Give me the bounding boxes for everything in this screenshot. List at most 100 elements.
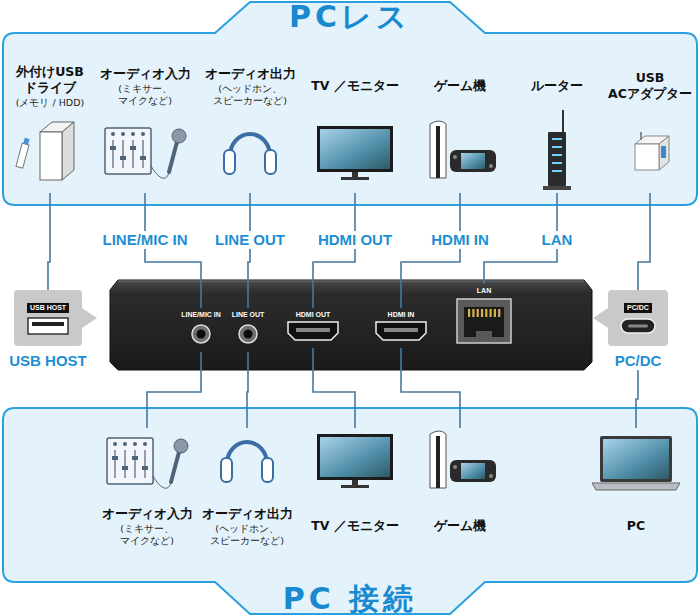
item-label-group: 外付けUSB ドライブ(メモリ / HDD)	[3, 58, 97, 114]
item-label-group: オーディオ入力(ミキサー、 マイクなど)	[98, 58, 192, 114]
connector-line	[401, 193, 460, 308]
item-note: (ヘッドホン、 スピーカーなど)	[203, 83, 297, 107]
lan-port-part	[494, 309, 496, 317]
item-label-group: TV ／モニター	[308, 498, 402, 554]
hdmi-port	[376, 322, 426, 340]
port-label-box: LINE/MIC IN	[172, 308, 230, 352]
item-note: (ミキサー、 マイクなど)	[98, 83, 192, 107]
game-console-icon-part	[461, 153, 485, 169]
mixer-icon-part	[151, 166, 169, 178]
item-name: ルーター	[531, 78, 583, 94]
port-label-box: LAN	[452, 284, 516, 346]
mixer-icon-part	[122, 140, 123, 168]
item-note: (メモリ / HDD)	[16, 97, 84, 109]
mixer-icon-part	[144, 450, 145, 478]
tv-icon	[317, 126, 393, 180]
device-item: オーディオ出力(ヘッドホン、 スピーカーなど)	[200, 428, 294, 563]
ac-adapter-icon-part	[635, 144, 659, 170]
device-edge	[118, 281, 584, 282]
mixer-icon-part	[169, 142, 177, 172]
tv-icon-part	[341, 485, 369, 488]
mixer-icon-part	[140, 156, 146, 160]
ac-adapter-icon-part	[661, 146, 666, 158]
mixer-icon-part	[143, 442, 147, 446]
port-tag: PC/DC	[624, 303, 652, 313]
mixer-icon-part	[112, 456, 118, 460]
device-item: オーディオ入力(ミキサー、 マイクなど)	[100, 428, 194, 563]
device-body	[110, 280, 592, 370]
laptop-icon	[592, 436, 680, 490]
item-label-group: PC	[589, 498, 683, 554]
router-icon	[543, 110, 571, 190]
usage-panel: PCレス外付けUSB ドライブ(メモリ / HDD)オーディオ入力(ミキサー、 …	[0, 0, 700, 206]
router-icon-part	[552, 146, 562, 148]
connector-line	[248, 193, 250, 308]
router-icon-part	[552, 154, 562, 156]
ac-adapter-icon	[635, 132, 669, 170]
device-item: TV ／モニター	[308, 58, 402, 193]
item-label-group: ゲーム機	[413, 498, 507, 554]
panel-title: PC 接続	[0, 582, 700, 616]
signal-name: LINE/MIC IN	[100, 231, 191, 249]
usb-drive-icon	[16, 122, 74, 180]
port-name: LAN	[452, 284, 516, 295]
router-icon-part	[552, 138, 562, 140]
port-tag: USB HOST	[27, 303, 69, 313]
tv-icon-part	[320, 437, 390, 477]
game-console-icon-part	[461, 463, 485, 479]
connector-line	[313, 348, 355, 428]
item-name: ゲーム機	[434, 78, 486, 94]
callout-box: USB HOST	[7, 290, 89, 346]
mixer-icon-part	[122, 466, 128, 470]
item-note: (ヘッドホン、 スピーカーなど)	[200, 523, 294, 547]
mixer-icon-part	[142, 466, 148, 470]
item-name: USB ACアダプター	[604, 70, 696, 102]
audio-jack-part	[192, 325, 210, 343]
headphones-icon-part	[262, 458, 273, 482]
signal-name: LINE OUT	[212, 231, 288, 249]
lan-port-part	[485, 309, 487, 317]
mixer-icon-part	[132, 456, 138, 460]
port-name: USB HOST	[7, 352, 89, 370]
mixer-icon-part	[133, 442, 137, 446]
callout-usb-host	[14, 290, 82, 346]
game-console-icon	[430, 431, 496, 488]
router-icon-part	[548, 132, 566, 186]
game-console-icon-part	[450, 150, 496, 172]
device-item: 外付けUSB ドライブ(メモリ / HDD)	[3, 58, 97, 193]
hdmi-port-part	[288, 322, 338, 340]
game-console-icon-part	[489, 164, 493, 168]
callout-pc-dc	[608, 290, 668, 346]
device-item: PC	[589, 428, 683, 563]
laptop-icon-part	[603, 439, 669, 479]
game-console-icon-part	[489, 474, 493, 478]
mixer-icon-part	[111, 132, 115, 136]
mixer-icon-part	[141, 132, 145, 136]
tv-icon-part	[341, 177, 369, 180]
connector-line	[145, 193, 201, 308]
mixer-icon-part	[130, 146, 136, 150]
mixer-icon-part	[113, 442, 117, 446]
hdmi-port-part	[376, 322, 426, 340]
tv-icon	[317, 434, 393, 488]
device-item: オーディオ入力(ミキサー、 マイクなど)	[98, 58, 192, 193]
item-label-group: ゲーム機	[413, 58, 507, 114]
device-item: ゲーム機	[413, 428, 507, 563]
audio-jack-part	[239, 325, 257, 343]
headphones-icon-part	[230, 134, 270, 156]
ac-adapter-icon-part	[640, 132, 642, 140]
port-label-box: HDMI IN	[373, 308, 429, 348]
headphones-icon	[221, 442, 273, 482]
signal-name: HDMI IN	[428, 231, 492, 249]
item-label-group: USB ACアダプター	[604, 58, 696, 114]
headphones-icon-part	[221, 458, 232, 482]
tv-icon-part	[317, 434, 393, 480]
game-console-icon-part	[453, 465, 457, 469]
audio-jack	[192, 325, 210, 343]
callout-pointer	[593, 308, 608, 328]
headphones-icon-part	[227, 442, 267, 464]
port-callout: PC/DCPC/DC	[608, 290, 668, 370]
item-name: 外付けUSB ドライブ	[3, 64, 97, 96]
